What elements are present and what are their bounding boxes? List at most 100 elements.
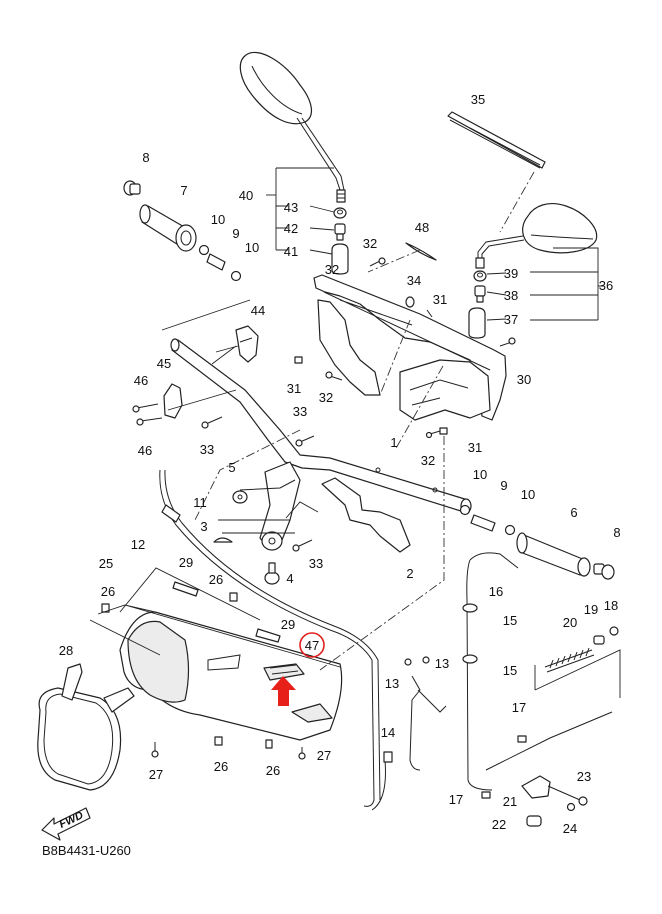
callout-4[interactable]: 4 (286, 571, 293, 586)
handlebar-cover-upper-30[interactable] (313, 274, 507, 421)
callout-12[interactable]: 12 (131, 537, 145, 552)
nut-31b[interactable] (426, 309, 433, 318)
callout-17[interactable]: 17 (512, 700, 526, 715)
callout-26[interactable]: 26 (101, 584, 115, 599)
bolt-4[interactable] (264, 562, 280, 585)
right-nut-10d[interactable] (504, 524, 516, 536)
cable-clip-15b[interactable] (462, 654, 478, 664)
callout-20[interactable]: 20 (563, 615, 577, 630)
callout-15[interactable]: 15 (503, 613, 517, 628)
callout-35[interactable]: 35 (471, 92, 485, 107)
screw-32a[interactable] (369, 257, 386, 267)
callout-11[interactable]: 11 (193, 495, 207, 510)
panel-insert-29a[interactable] (172, 581, 199, 597)
callout-26[interactable]: 26 (266, 763, 280, 778)
callout-40[interactable]: 40 (239, 188, 253, 203)
cable-16[interactable] (466, 552, 519, 791)
clamp-17b[interactable] (481, 791, 491, 799)
callout-17[interactable]: 17 (449, 792, 463, 807)
callout-33[interactable]: 33 (309, 556, 323, 571)
callout-13[interactable]: 13 (435, 656, 449, 671)
callout-42[interactable]: 42 (284, 221, 298, 236)
callout-15[interactable]: 15 (503, 663, 517, 678)
callout-32[interactable]: 32 (325, 262, 339, 277)
callout-13[interactable]: 13 (385, 676, 399, 691)
clip-26c[interactable] (214, 736, 223, 746)
callout-18[interactable]: 18 (604, 598, 618, 613)
callout-26[interactable]: 26 (214, 759, 228, 774)
callout-9[interactable]: 9 (232, 226, 239, 241)
callout-9[interactable]: 9 (500, 478, 507, 493)
grommet-5[interactable] (232, 490, 248, 504)
clip-26a[interactable] (101, 603, 110, 613)
cable-clip-15a[interactable] (462, 603, 478, 613)
screw-33b[interactable] (295, 435, 315, 447)
clamp-14[interactable] (383, 751, 393, 763)
callout-21[interactable]: 21 (503, 794, 517, 809)
callout-32[interactable]: 32 (319, 390, 333, 405)
callout-26[interactable]: 26 (209, 572, 223, 587)
screw-32b[interactable] (325, 371, 343, 381)
callout-31[interactable]: 31 (468, 440, 482, 455)
grommet-34[interactable] (405, 296, 415, 308)
screw-32c[interactable] (499, 337, 516, 347)
left-mirror-nut-43[interactable] (333, 207, 347, 219)
lever-21[interactable] (521, 775, 551, 799)
left-mirror-cap-41[interactable] (331, 243, 349, 275)
clip-26d[interactable] (265, 739, 273, 749)
right-nut-10c[interactable] (459, 504, 471, 516)
collar-19[interactable] (593, 635, 605, 645)
clip-26b[interactable] (229, 592, 238, 602)
callout-14[interactable]: 14 (381, 725, 395, 740)
callout-6[interactable]: 6 (570, 505, 577, 520)
callout-7[interactable]: 7 (180, 183, 187, 198)
nut-31c[interactable] (439, 427, 448, 435)
cable-11[interactable] (159, 469, 381, 807)
screw-33a[interactable] (201, 416, 223, 429)
callout-46[interactable]: 46 (138, 443, 152, 458)
callout-36[interactable]: 36 (599, 278, 613, 293)
right-grip-6[interactable] (516, 532, 591, 577)
front-cowl-25[interactable] (119, 611, 343, 741)
cap-3[interactable] (213, 537, 233, 543)
callout-31[interactable]: 31 (433, 292, 447, 307)
callout-31[interactable]: 31 (287, 381, 301, 396)
callout-10[interactable]: 10 (473, 467, 487, 482)
screw-33c[interactable] (292, 539, 313, 552)
callout-39[interactable]: 39 (504, 266, 518, 281)
callout-43[interactable]: 43 (284, 200, 298, 215)
callout-23[interactable]: 23 (577, 769, 591, 784)
callout-48[interactable]: 48 (415, 220, 429, 235)
callout-32[interactable]: 32 (421, 453, 435, 468)
left-collar-9[interactable] (206, 253, 226, 271)
callout-44[interactable]: 44 (251, 303, 265, 318)
spring-20[interactable] (544, 647, 595, 673)
callout-19[interactable]: 19 (584, 602, 598, 617)
part-47-switch-panel[interactable] (263, 663, 305, 681)
holder-45[interactable] (163, 383, 183, 419)
screw-46b[interactable] (136, 417, 163, 426)
clamp-17a[interactable] (517, 735, 527, 743)
right-mirror-nut-39[interactable] (473, 270, 487, 282)
cap-18[interactable] (609, 626, 619, 636)
callout-41[interactable]: 41 (284, 244, 298, 259)
damper-22[interactable] (526, 815, 542, 827)
left-nut-10b[interactable] (230, 270, 242, 282)
headlight-rim-28[interactable] (37, 663, 135, 791)
switch-housing-44[interactable] (235, 325, 259, 363)
callout-45[interactable]: 45 (157, 356, 171, 371)
callout-33[interactable]: 33 (293, 404, 307, 419)
callout-22[interactable]: 22 (492, 817, 506, 832)
callout-24[interactable]: 24 (563, 821, 577, 836)
callout-10[interactable]: 10 (521, 487, 535, 502)
windscreen-trim-35[interactable] (447, 111, 546, 169)
callout-8[interactable]: 8 (613, 525, 620, 540)
callout-5[interactable]: 5 (228, 460, 235, 475)
bolt-24[interactable] (566, 802, 576, 812)
right-mirror-assembly[interactable] (475, 203, 598, 269)
nut-31a[interactable] (294, 356, 303, 364)
callout-1[interactable]: 1 (390, 435, 397, 450)
callout-32[interactable]: 32 (363, 236, 377, 251)
screw-46a[interactable] (132, 403, 159, 413)
callout-30[interactable]: 30 (517, 372, 531, 387)
